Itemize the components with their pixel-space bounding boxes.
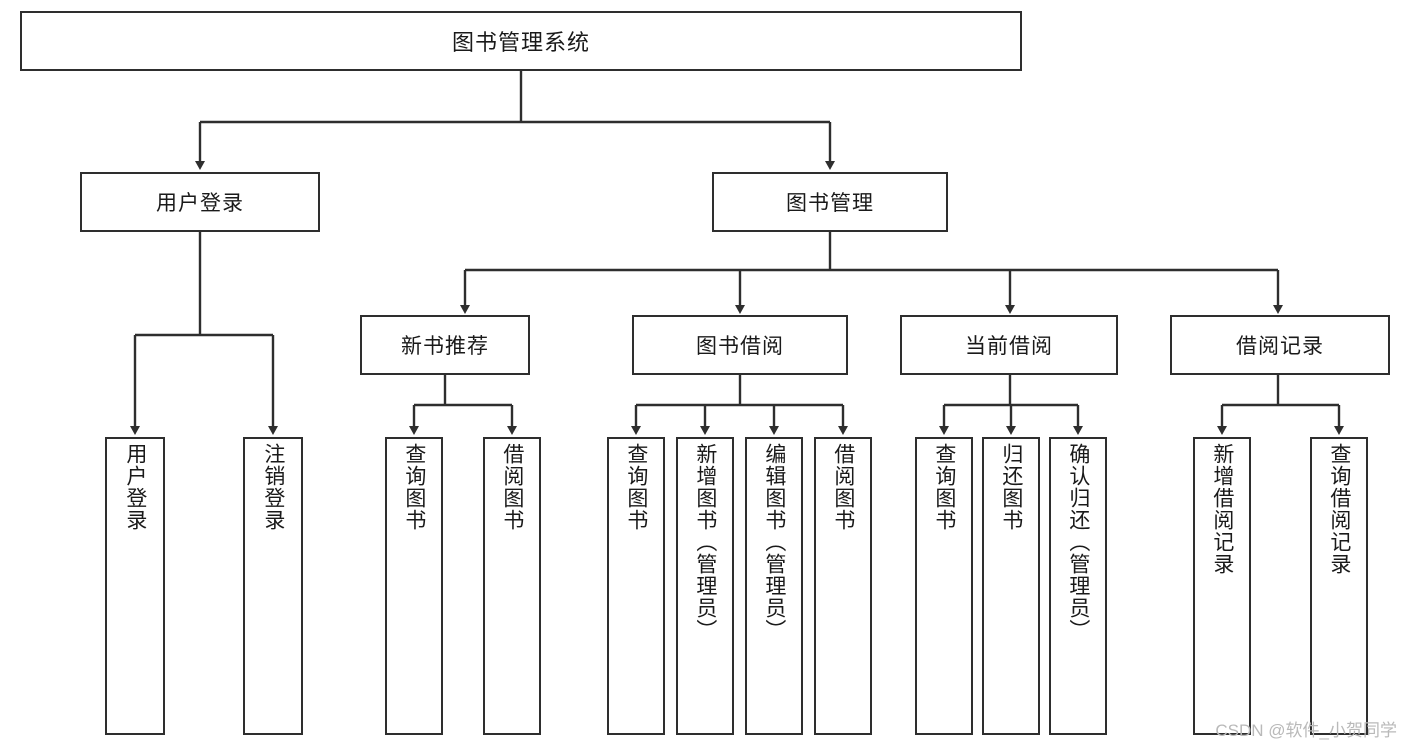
node-leaf-user-login[interactable]: 用户登录 (105, 437, 165, 735)
node-leaf-user-login-label: 用户登录 (123, 443, 147, 531)
node-book-borrow-label: 图书借阅 (696, 335, 784, 358)
node-leaf-return-book-label: 归还图书 (999, 443, 1023, 531)
node-book-management-label: 图书管理 (786, 192, 874, 215)
node-leaf-add-borrow-record[interactable]: 新增借阅记录 (1193, 437, 1251, 735)
node-user-login-label: 用户登录 (156, 192, 244, 215)
node-leaf-add-book-admin[interactable]: 新增图书（管理员） (676, 437, 734, 735)
node-leaf-query-borrow-record[interactable]: 查询借阅记录 (1310, 437, 1368, 735)
node-leaf-add-borrow-record-label: 新增借阅记录 (1210, 443, 1234, 575)
node-leaf-query-book[interactable]: 查询图书 (607, 437, 665, 735)
node-leaf-query-book-recommend[interactable]: 查询图书 (385, 437, 443, 735)
node-leaf-borrow-book-recommend[interactable]: 借阅图书 (483, 437, 541, 735)
node-leaf-edit-book-admin[interactable]: 编辑图书（管理员） (745, 437, 803, 735)
node-book-management[interactable]: 图书管理 (712, 172, 948, 232)
node-leaf-borrow-book[interactable]: 借阅图书 (814, 437, 872, 735)
node-leaf-query-book-label: 查询图书 (624, 443, 648, 531)
node-leaf-query-borrow-record-label: 查询借阅记录 (1327, 443, 1351, 575)
node-leaf-return-book[interactable]: 归还图书 (982, 437, 1040, 735)
node-leaf-query-book-current[interactable]: 查询图书 (915, 437, 973, 735)
node-current-borrow[interactable]: 当前借阅 (900, 315, 1118, 375)
node-leaf-logout[interactable]: 注销登录 (243, 437, 303, 735)
node-leaf-confirm-return-admin[interactable]: 确认归还（管理员） (1049, 437, 1107, 735)
node-borrow-record-label: 借阅记录 (1236, 335, 1324, 358)
node-leaf-query-book-current-label: 查询图书 (932, 443, 956, 531)
node-new-book-recommend-label: 新书推荐 (401, 335, 489, 358)
node-book-borrow[interactable]: 图书借阅 (632, 315, 848, 375)
node-current-borrow-label: 当前借阅 (965, 335, 1053, 358)
node-borrow-record[interactable]: 借阅记录 (1170, 315, 1390, 375)
node-new-book-recommend[interactable]: 新书推荐 (360, 315, 530, 375)
node-leaf-logout-label: 注销登录 (261, 443, 285, 531)
node-user-login[interactable]: 用户登录 (80, 172, 320, 232)
node-root-label: 图书管理系统 (451, 30, 590, 55)
node-leaf-borrow-book-label: 借阅图书 (831, 443, 855, 531)
node-root-system[interactable]: 图书管理系统 (20, 11, 1022, 71)
node-leaf-edit-book-admin-label: 编辑图书（管理员） (762, 443, 786, 641)
node-leaf-query-book-recommend-label: 查询图书 (402, 443, 426, 531)
watermark-csdn: CSDN @软件_小贺同学 (1215, 721, 1397, 740)
node-leaf-borrow-book-recommend-label: 借阅图书 (500, 443, 524, 531)
node-leaf-confirm-return-admin-label: 确认归还（管理员） (1066, 443, 1090, 641)
node-leaf-add-book-admin-label: 新增图书（管理员） (693, 443, 717, 641)
